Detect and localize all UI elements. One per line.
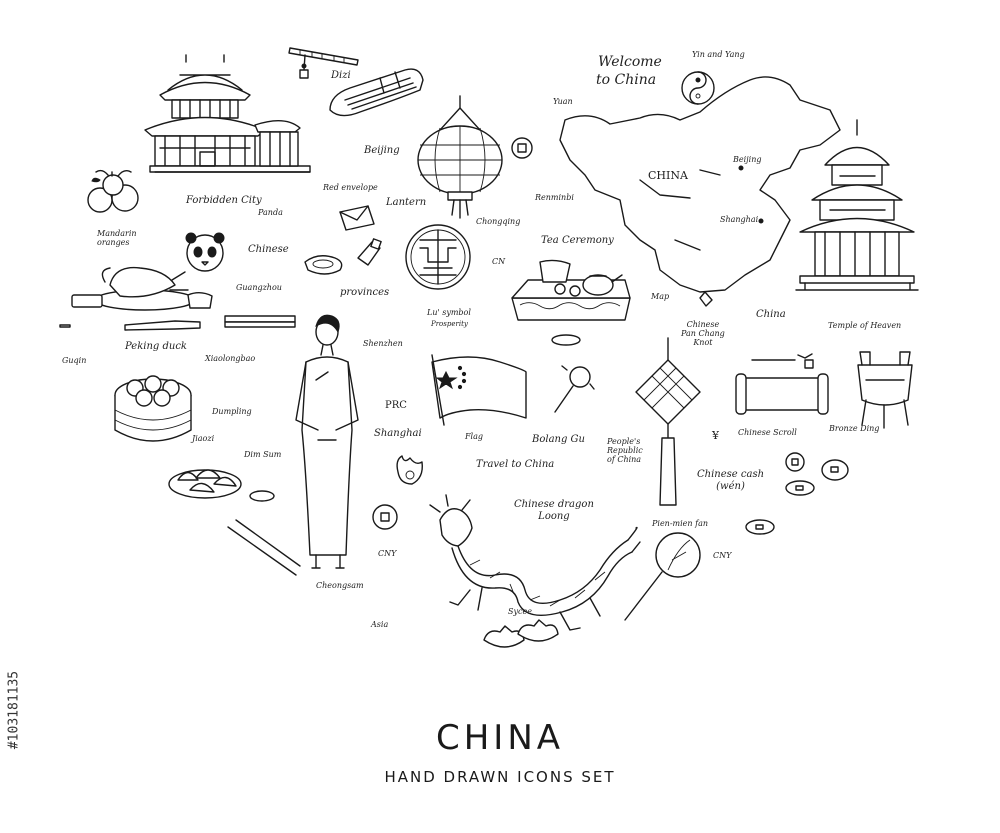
dumplings-icon [168,469,275,502]
peking-duck-label: Peking duck [125,341,187,352]
welcome-label-2: to China [596,72,657,88]
china-map-icon [559,76,841,307]
prosperity-label: Prosperity [431,320,468,328]
cheongsam-label: Cheongsam [316,581,364,590]
chongqing-label: Chongqing [476,217,521,226]
mandarin-oranges-icon [87,169,139,213]
guzheng-icon [329,68,424,117]
stock-id-text: #103181135 [6,670,22,750]
bolang-gu-label: Bolang Gu [532,434,585,445]
chinese-scroll-icon [735,353,829,415]
chopsticks-icon [227,519,301,576]
chinese-cash-icon [745,452,849,535]
chinese-label: Chinese [248,244,289,255]
sycee-icon [483,619,559,648]
forbidden-city-icon [144,54,311,173]
beijing-label: Beijing [364,145,400,156]
lu-symbol-label: Lu' symbol [427,308,471,317]
bronze-ding-icon [857,351,913,429]
renminbi-label: Renminbi [535,193,574,202]
mandarin-label: Mandarin oranges [97,229,137,248]
lantern-icon [417,95,503,219]
guqin-label: Guqin [62,356,87,365]
forbidden-city-label: Forbidden City [186,195,262,206]
shanghai-map-label: Shanghai [720,215,759,224]
subtitle: HAND DRAWN ICONS SET [384,768,616,786]
beijing-map-label: Beijing [733,155,762,164]
provinces-icons [304,238,382,275]
guqin-icon [59,324,71,328]
pien-mien-fan-icon [624,532,701,621]
stock-id-watermark: #103181135 [4,600,24,820]
chopsticks-icon-top [224,315,296,328]
cny-coin-icon [372,504,398,530]
map-label: Map [651,292,670,301]
woman-cheongsam-icon [295,314,359,569]
asia-label: Asia [371,620,389,629]
chinese-dragon-icon [429,494,641,631]
fire-icon [396,455,423,485]
sycee-label: Sycee [508,607,532,616]
cn-label: CN [492,257,506,266]
lu-symbol-icon [405,224,471,290]
red-envelope-icon [339,205,375,231]
yuan-label: Yuan [553,97,573,106]
guangzhou-label: Guangzhou [236,283,282,292]
yuan-coin-icon [511,137,533,159]
jiaozi-label: Jiaozi [192,434,215,443]
renminbi-coin-icon [551,334,581,346]
main-title: CHINA [435,718,565,758]
flag-label: Flag [465,432,483,441]
dizi-icon [288,47,359,79]
pien-mien-fan-label: Pien-mien fan [652,519,708,528]
prc-label: PRC [385,400,407,411]
tea-ceremony-icon [511,259,631,321]
red-envelope-label: Red envelope [323,183,378,192]
temple-of-heaven-icon [795,119,919,291]
travel-label: Travel to China [476,459,555,470]
dragon-label: Chinese dragon Loong [514,499,594,522]
temple-of-heaven-label: Temple of Heaven [828,321,902,330]
cny-right-label: CNY [713,551,732,560]
chinese-scroll-label: Chinese Scroll [738,428,797,437]
dim-sum-label: Dim Sum [244,450,282,459]
dizi-label: Dizi [331,70,351,81]
panda-icon [185,232,225,272]
cny-left-label: CNY [378,549,397,558]
panda-label: Panda [258,208,283,217]
shenzhen-label: Shenzhen [363,339,403,348]
shanghai-label: Shanghai [374,428,422,439]
xiaolongbao-icon [114,375,192,442]
tea-ceremony-label: Tea Ceremony [541,235,614,246]
lantern-label: Lantern [386,197,427,208]
flag-icon [431,354,527,426]
welcome-label-1: Welcome [598,54,662,70]
chinese-cash-label: Chinese cash (wén) [697,469,765,492]
china-map-label: CHINA [648,169,688,182]
dumpling-label: Dumpling [212,407,252,416]
provinces-label: provinces [340,287,390,298]
yin-yang-icon [681,71,715,105]
yen-sign-label: ¥ [712,429,719,442]
pan-chang-knot-label: Chinese Pan Chang Knot [681,320,725,348]
china-label: China [756,309,786,320]
xiaolongbao-label: Xiaolongbao [205,354,256,363]
yin-yang-label: Yin and Yang [692,50,745,59]
chinese-knot-icon [635,337,701,506]
peking-duck-icon [71,266,213,331]
peoples-republic-label: People's Republic of China [607,437,643,465]
bolang-gu-icon [554,365,595,413]
bronze-ding-label: Bronze Ding [829,424,880,433]
